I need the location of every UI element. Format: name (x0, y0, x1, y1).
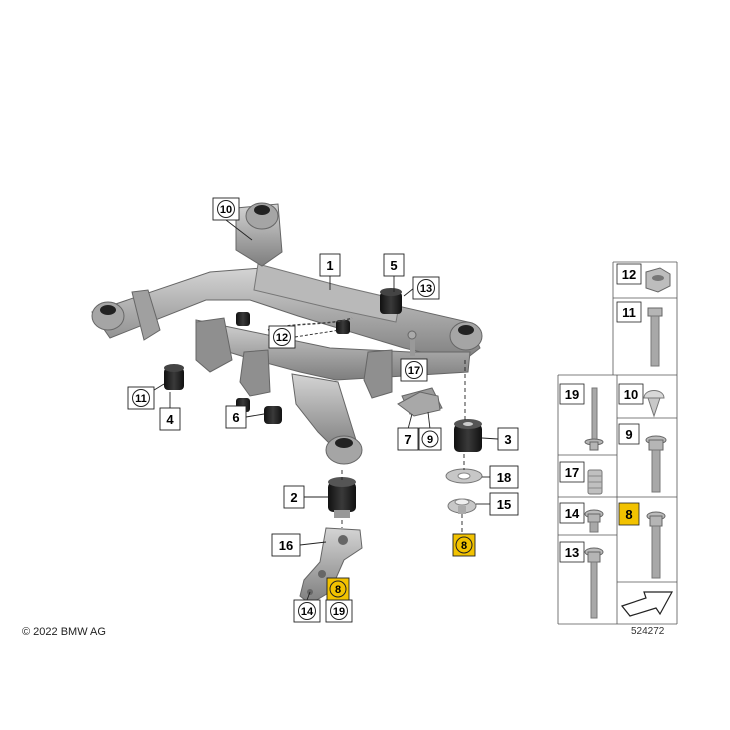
svg-text:13: 13 (420, 283, 432, 295)
subframe-mount-rear-left (91, 301, 125, 331)
svg-text:11: 11 (135, 393, 147, 405)
copyright-text: © 2022 BMW AG (22, 626, 106, 638)
direction-arrow-icon (620, 591, 674, 617)
callout-17: 17 (400, 358, 428, 382)
subframe-mount-rear-right-top (245, 202, 279, 230)
callout-15: 15 (489, 492, 519, 516)
svg-text:14: 14 (565, 506, 580, 521)
callout-12: 12 (268, 325, 296, 349)
svg-text:19: 19 (333, 606, 345, 618)
svg-text:2: 2 (290, 490, 297, 505)
callout-10: 10 (212, 197, 240, 221)
svg-text:7: 7 (404, 432, 411, 447)
legend-label-13: 13 (559, 541, 585, 563)
bracket-plate-16 (299, 527, 363, 605)
bushing-4 (164, 364, 184, 390)
svg-text:4: 4 (166, 412, 174, 427)
callout-3: 3 (497, 427, 519, 451)
callout-1: 1 (319, 253, 341, 277)
svg-text:12: 12 (276, 332, 288, 344)
rear-subframe (91, 203, 481, 453)
callout-13: 13 (412, 276, 440, 300)
callout-19: 19 (325, 599, 353, 623)
callout-6: 6 (225, 405, 247, 429)
svg-text:10: 10 (220, 204, 232, 216)
svg-text:8: 8 (625, 507, 632, 522)
legend-label-14: 14 (559, 502, 585, 524)
callout-8-highlight-right: 8 (452, 533, 476, 557)
bolt-11-icon (647, 307, 663, 367)
bolt-9-icon (645, 435, 667, 493)
svg-text:13: 13 (565, 545, 579, 560)
leader-lines (140, 219, 499, 601)
bushing-6 (264, 406, 282, 424)
svg-text:9: 9 (625, 427, 632, 442)
svg-text:5: 5 (390, 258, 397, 273)
callout-16: 16 (271, 533, 301, 557)
svg-text:8: 8 (461, 540, 467, 552)
svg-text:17: 17 (408, 365, 420, 377)
svg-text:14: 14 (301, 606, 314, 618)
callout-4: 4 (159, 407, 181, 431)
svg-text:8: 8 (335, 584, 341, 596)
svg-text:1: 1 (326, 258, 333, 273)
sleeve-17-icon (587, 469, 603, 495)
svg-text:6: 6 (232, 410, 239, 425)
svg-text:11: 11 (622, 305, 636, 320)
reference-number: 524272 (631, 626, 665, 637)
legend-label-11: 11 (616, 301, 642, 323)
svg-text:12: 12 (622, 267, 636, 282)
callout-2: 2 (283, 485, 305, 509)
legend-label-12: 12 (616, 263, 642, 285)
bolt-13-icon (584, 547, 604, 619)
svg-text:15: 15 (497, 497, 511, 512)
stud-17-on-frame (407, 330, 417, 356)
legend-label-8-highlight: 8 (618, 502, 640, 526)
nut-12-icon (645, 267, 671, 293)
legend-label-19: 19 (559, 383, 585, 405)
svg-text:3: 3 (504, 432, 511, 447)
subframe-mount-right (449, 321, 483, 351)
callout-8-highlight-left: 8 (326, 577, 350, 601)
subframe-mount-front (325, 435, 363, 465)
washer-18 (445, 468, 483, 484)
mount-bushing-3 (454, 419, 482, 452)
bracket-7 (397, 391, 441, 417)
bolt-14-icon (584, 509, 604, 533)
callout-14: 14 (293, 599, 321, 623)
svg-text:10: 10 (624, 387, 638, 402)
bolt-19-icon (584, 387, 604, 451)
mount-bushing-2 (328, 477, 356, 518)
callout-7: 7 (397, 427, 419, 451)
callout-18: 18 (489, 465, 519, 489)
callout-5: 5 (383, 253, 405, 277)
bolt-8-icon (646, 511, 666, 579)
washer-15 (447, 498, 477, 514)
clip-10-icon (643, 390, 665, 418)
fastener-legend: 12 11 19 10 9 17 14 8 (557, 261, 678, 625)
legend-label-9: 9 (618, 423, 640, 445)
svg-text:17: 17 (565, 465, 579, 480)
svg-text:19: 19 (565, 387, 579, 402)
legend-label-10: 10 (618, 383, 644, 405)
svg-text:18: 18 (497, 470, 511, 485)
bushing-5 (380, 288, 402, 314)
legend-label-17: 17 (559, 461, 585, 483)
svg-text:9: 9 (427, 434, 433, 446)
svg-text:16: 16 (279, 538, 293, 553)
callout-11: 11 (127, 386, 155, 410)
callout-9: 9 (418, 427, 442, 451)
